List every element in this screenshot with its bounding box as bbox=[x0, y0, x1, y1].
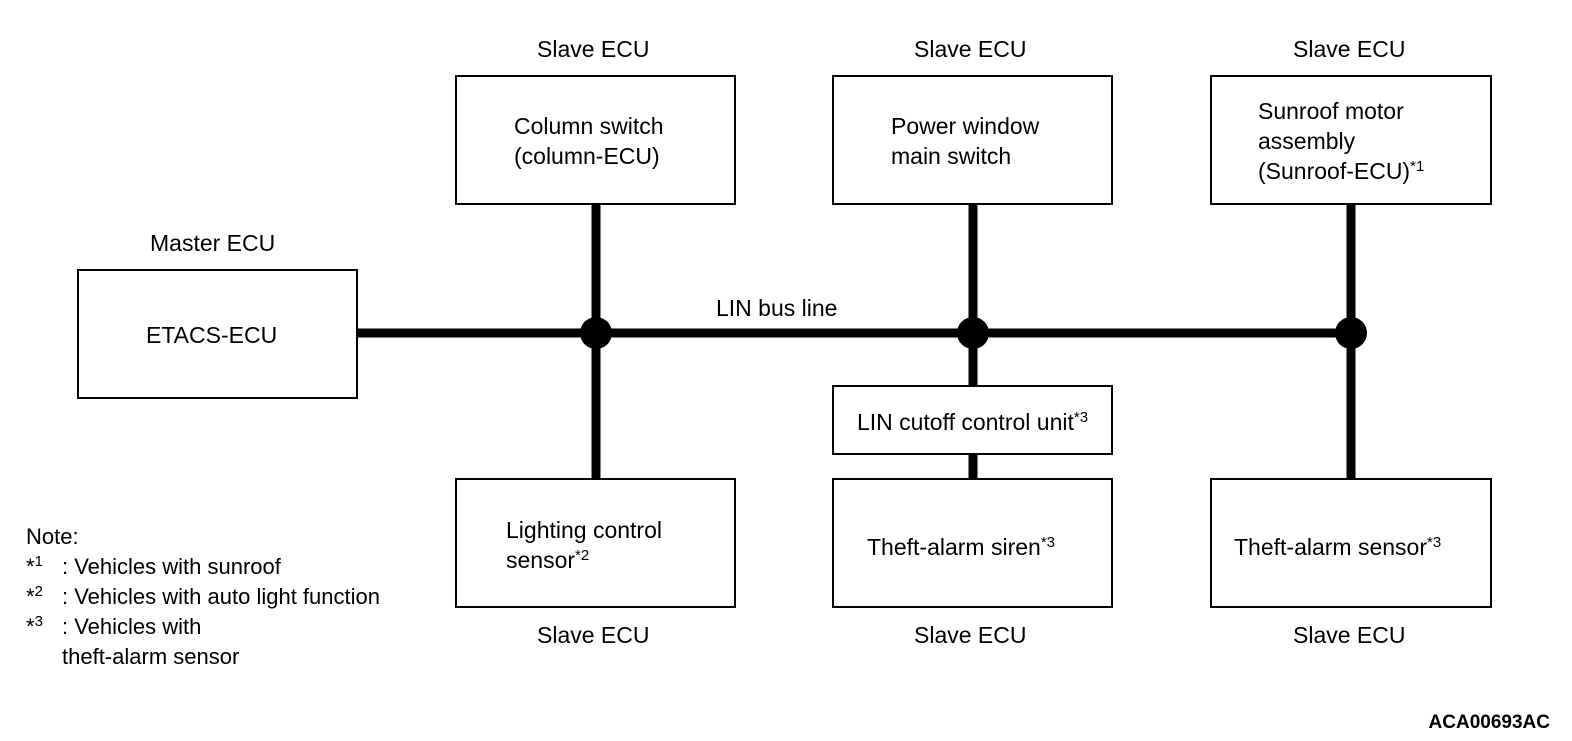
note-text: theft-alarm sensor bbox=[62, 644, 240, 669]
theft-siren-text: Theft-alarm siren bbox=[867, 534, 1041, 560]
column-switch-label: Column switch (column-ECU) bbox=[514, 111, 664, 171]
theft-siren-box: Theft-alarm siren*3 bbox=[832, 478, 1113, 608]
note-mark: *3 bbox=[26, 612, 62, 642]
note-text: : Vehicles with auto light function bbox=[62, 584, 380, 609]
slave-ecu-caption: Slave ECU bbox=[914, 36, 1027, 62]
theft-sensor-text: Theft-alarm sensor bbox=[1234, 534, 1428, 560]
etacs-ecu-label: ETACS-ECU bbox=[146, 322, 278, 348]
power-window-label: Power window main switch bbox=[891, 111, 1039, 171]
slave-ecu-caption: Slave ECU bbox=[537, 622, 650, 648]
slave-ecu-caption: Slave ECU bbox=[1293, 36, 1406, 62]
footnote-ref: *3 bbox=[1073, 409, 1089, 426]
slave-ecu-caption: Slave ECU bbox=[537, 36, 650, 62]
note-asterisk: * bbox=[26, 614, 35, 639]
figure-code: ACA00693AC bbox=[1428, 712, 1550, 733]
theft-siren-label: Theft-alarm siren*3 bbox=[867, 532, 1055, 562]
theft-sensor-box: Theft-alarm sensor*3 bbox=[1210, 478, 1492, 608]
power-window-line1: Power window bbox=[891, 113, 1040, 139]
notes-block: Note: *1: Vehicles with sunroof *2: Vehi… bbox=[26, 522, 380, 672]
footnote-ref: *2 bbox=[575, 547, 590, 564]
note-item: *2: Vehicles with auto light function bbox=[26, 582, 380, 612]
footnote-ref: *3 bbox=[1040, 534, 1056, 551]
lighting-sensor-line2-text: sensor bbox=[506, 547, 576, 573]
sunroof-line2: assembly bbox=[1258, 128, 1356, 154]
lin-cutoff-box: LIN cutoff control unit*3 bbox=[832, 385, 1113, 455]
note-asterisk: * bbox=[26, 554, 35, 579]
column-switch-line1: Column switch bbox=[514, 113, 664, 139]
master-ecu-caption: Master ECU bbox=[150, 230, 276, 256]
sunroof-line1: Sunroof motor bbox=[1258, 98, 1404, 124]
note-number: 2 bbox=[34, 583, 43, 600]
etacs-ecu-box: ETACS-ECU bbox=[77, 269, 358, 399]
column-switch-box: Column switch (column-ECU) bbox=[455, 75, 736, 205]
note-item: *3: Vehicles with bbox=[26, 612, 380, 642]
bus-label: LIN bus line bbox=[716, 295, 838, 321]
note-mark: *1 bbox=[26, 552, 62, 582]
note-asterisk: * bbox=[26, 584, 35, 609]
lighting-sensor-line2: sensor*2 bbox=[506, 545, 662, 575]
power-window-line2: main switch bbox=[891, 143, 1012, 169]
junction-dot bbox=[957, 317, 989, 349]
junction-dot bbox=[580, 317, 612, 349]
sunroof-line3-text: (Sunroof-ECU) bbox=[1258, 158, 1411, 184]
note-number: 1 bbox=[34, 553, 43, 570]
note-text: : Vehicles with sunroof bbox=[62, 554, 281, 579]
notes-title: Note: bbox=[26, 524, 79, 549]
lin-cutoff-label: LIN cutoff control unit*3 bbox=[834, 407, 1111, 437]
footnote-ref: *1 bbox=[1410, 158, 1425, 175]
lighting-sensor-label: Lighting control sensor*2 bbox=[506, 515, 662, 575]
column-switch-line2: (column-ECU) bbox=[514, 143, 660, 169]
slave-ecu-caption: Slave ECU bbox=[1293, 622, 1406, 648]
note-item: *1: Vehicles with sunroof bbox=[26, 552, 380, 582]
sunroof-label: Sunroof motor assembly (Sunroof-ECU)*1 bbox=[1258, 96, 1424, 186]
lighting-sensor-box: Lighting control sensor*2 bbox=[455, 478, 736, 608]
power-window-box: Power window main switch bbox=[832, 75, 1113, 205]
theft-sensor-label: Theft-alarm sensor*3 bbox=[1234, 532, 1441, 562]
junction-dot bbox=[1335, 317, 1367, 349]
note-item-continuation: theft-alarm sensor bbox=[26, 642, 380, 672]
note-mark: *2 bbox=[26, 582, 62, 612]
sunroof-line3: (Sunroof-ECU)*1 bbox=[1258, 156, 1424, 186]
slave-ecu-caption: Slave ECU bbox=[914, 622, 1027, 648]
note-number: 3 bbox=[34, 613, 43, 630]
lighting-sensor-line1: Lighting control bbox=[506, 517, 662, 543]
sunroof-box: Sunroof motor assembly (Sunroof-ECU)*1 bbox=[1210, 75, 1492, 205]
note-text: : Vehicles with bbox=[62, 614, 202, 639]
lin-cutoff-text: LIN cutoff control unit bbox=[856, 409, 1074, 435]
footnote-ref: *3 bbox=[1427, 534, 1442, 551]
